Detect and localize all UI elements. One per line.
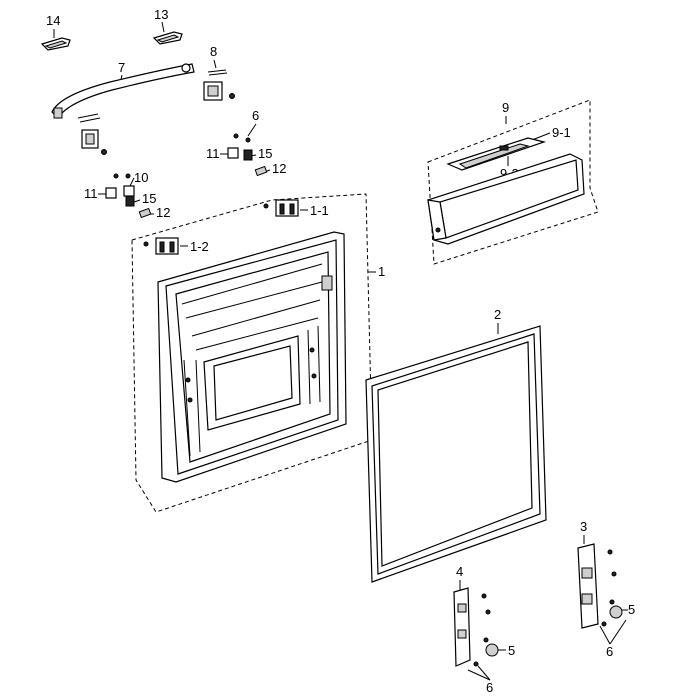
label-1: 1 — [378, 264, 385, 279]
label-9: 9 — [502, 100, 509, 115]
lower-hinge-hardware: 10 11 15 12 — [84, 170, 170, 220]
part-8-hinge: 8 — [203, 44, 235, 101]
label-12-b: 12 — [156, 205, 170, 220]
part-7-handle: 7 — [51, 60, 195, 155]
label-6-top: 6 — [252, 108, 259, 123]
label-13: 13 — [154, 7, 168, 22]
label-11-b: 11 — [84, 186, 98, 201]
upper-hinge-hardware: 6 11 15 12 — [206, 108, 286, 177]
label-14: 14 — [46, 13, 60, 28]
part-14-cover: 14 — [40, 13, 71, 51]
label-9-1: 9-1 — [552, 125, 571, 140]
label-1-2: 1-2 — [190, 239, 209, 254]
label-15-b: 15 — [142, 191, 156, 206]
label-4: 4 — [456, 564, 463, 579]
part-13-cover: 13 — [152, 7, 183, 45]
label-2: 2 — [494, 307, 501, 322]
part-2-door-gasket: 2 — [365, 307, 547, 583]
label-15-a: 15 — [258, 146, 272, 161]
label-8: 8 — [210, 44, 217, 59]
part-1-door-assembly: 1 1-1 1-2 — [131, 193, 385, 513]
label-6-a: 6 — [486, 680, 493, 695]
label-12-a: 12 — [272, 161, 286, 176]
label-5-a: 5 — [508, 643, 515, 658]
label-1-1: 1-1 — [310, 203, 329, 218]
part-3-hinge-bracket: 3 5 6 — [577, 519, 635, 659]
part-4-hinge-bracket: 4 5 6 — [453, 564, 515, 695]
label-3: 3 — [580, 519, 587, 534]
label-5-b: 5 — [628, 602, 635, 617]
label-7: 7 — [118, 60, 125, 75]
part-9-door-bin: 9 9-1 9-2 — [427, 99, 599, 265]
label-10: 10 — [134, 170, 148, 185]
label-6-b: 6 — [606, 644, 613, 659]
label-11-a: 11 — [206, 146, 220, 161]
